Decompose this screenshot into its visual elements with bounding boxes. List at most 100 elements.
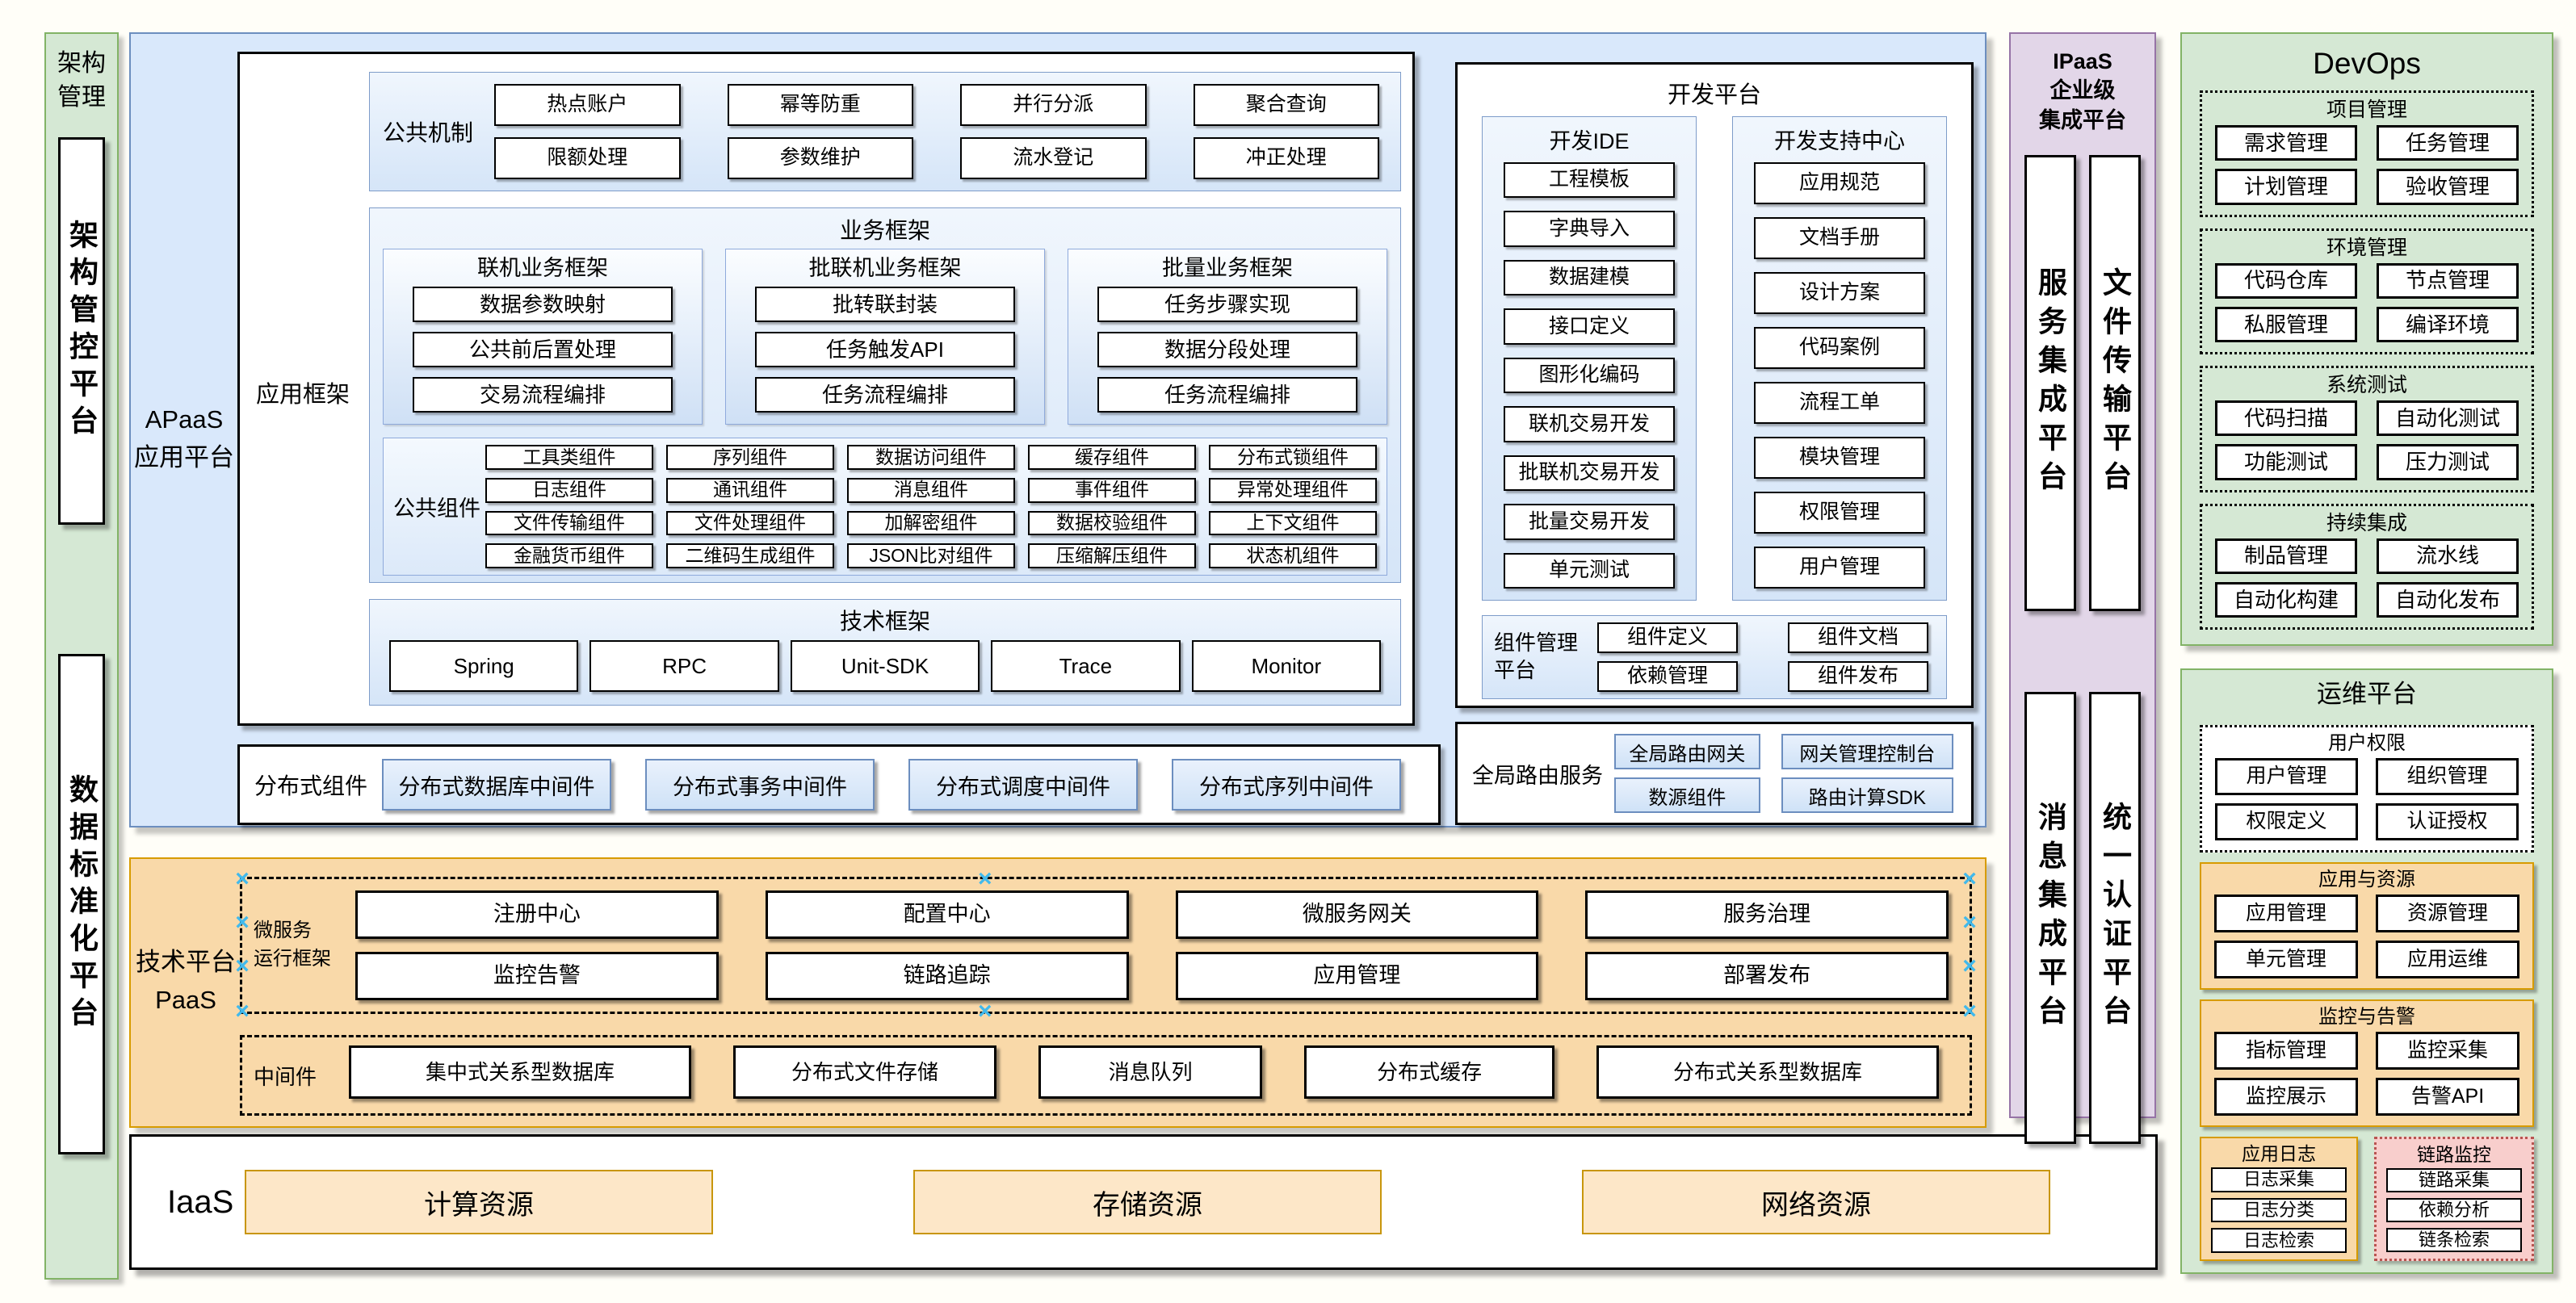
component-box[interactable]: 事件组件 [1028,477,1196,503]
component-box[interactable]: 分布式锁组件 [1209,445,1377,470]
paas-technology-platform[interactable]: 技术平台 PaaS 微服务 运行框架 注册中心配置中心微服务网关服务治理监控告警… [129,857,1987,1128]
ide-feature-box[interactable]: 批量交易开发 [1504,504,1675,540]
component-box[interactable]: 压缩解压组件 [1028,543,1196,568]
devops-platform[interactable]: DevOps 项目管理 需求管理任务管理计划管理验收管理 环境管理 代码仓库节点… [2180,32,2553,646]
ops-feature-box[interactable]: 应用管理 [2214,895,2358,932]
devops-feature-box[interactable]: 自动化测试 [2377,400,2519,437]
component-mgmt-box[interactable]: 组件定义 [1597,622,1738,653]
framework-feature-box[interactable]: 任务步骤实现 [1097,287,1357,322]
selection-handle-icon[interactable] [235,911,250,935]
framework-feature-box[interactable]: 任务触发API [755,332,1015,367]
tech-box[interactable]: Spring [389,640,579,692]
middleware-feature-box[interactable]: 分布式缓存 [1304,1045,1555,1099]
devops-feature-box[interactable]: 任务管理 [2377,125,2519,161]
support-feature-box[interactable]: 权限管理 [1754,492,1925,534]
runtime-feature-box[interactable]: 微服务网关 [1175,890,1539,939]
common-components-panel[interactable]: 公共组件 工具类组件序列组件数据访问组件缓存组件分布式锁组件日志组件通讯组件消息… [383,438,1387,576]
ide-feature-box[interactable]: 联机交易开发 [1504,406,1675,442]
selection-handle-icon[interactable] [235,954,250,978]
framework-feature-box[interactable]: 任务流程编排 [1097,377,1357,413]
dev-support-center-column[interactable]: 开发支持中心 应用规范文档手册设计方案代码案例流程工单模块管理权限管理用户管理 [1732,116,1947,601]
framework-feature-box[interactable]: 批转联封装 [755,287,1015,322]
support-feature-box[interactable]: 流程工单 [1754,382,1925,424]
component-box[interactable]: 二维码生成组件 [666,543,834,568]
devops-feature-box[interactable]: 代码扫描 [2215,400,2357,437]
selection-handle-icon[interactable] [1962,911,1977,935]
runtime-feature-box[interactable]: 部署发布 [1585,952,1949,1000]
support-feature-box[interactable]: 应用规范 [1754,162,1925,204]
selection-handle-icon[interactable] [1962,954,1977,978]
ops-feature-box[interactable]: 应用运维 [2376,941,2519,978]
component-box[interactable]: JSON比对组件 [847,543,1015,568]
component-box[interactable]: 上下文组件 [1209,510,1377,536]
trace-monitoring-group[interactable]: 链路监控 链路采集依赖分析链条检索 [2374,1137,2534,1261]
ipaas-enterprise-integration-platform[interactable]: IPaaS 企业级 集成平台 服务集成平台文件传输平台 消息集成平台统一认证平台 [2009,32,2156,1144]
application-log-group[interactable]: 应用日志 日志采集日志分类日志检索 [2200,1137,2358,1261]
routing-box[interactable]: 路由计算SDK [1781,777,1953,813]
middleware-box[interactable]: 中间件 集中式关系型数据库分布式文件存储消息队列分布式缓存分布式关系型数据库 [240,1035,1972,1116]
integration-platform-box[interactable]: 消息集成平台 [2024,692,2076,1144]
log-feature-box[interactable]: 日志分类 [2211,1197,2347,1223]
middleware-feature-box[interactable]: 消息队列 [1038,1045,1263,1099]
support-feature-box[interactable]: 模块管理 [1754,437,1925,479]
devops-feature-box[interactable]: 计划管理 [2215,169,2357,205]
selection-handle-icon[interactable] [235,999,250,1024]
ide-feature-box[interactable]: 接口定义 [1504,308,1675,345]
middleware-feature-box[interactable]: 分布式关系型数据库 [1596,1045,1939,1099]
runtime-feature-box[interactable]: 服务治理 [1585,890,1949,939]
user-permissions-group[interactable]: 用户权限 用户管理组织管理权限定义认证授权 [2200,725,2534,853]
devops-feature-box[interactable]: 验收管理 [2377,169,2519,205]
component-box[interactable]: 状态机组件 [1209,543,1377,568]
middleware-box[interactable]: 分布式调度中间件 [908,759,1138,811]
development-platform-box[interactable]: 开发平台 开发IDE 工程模板字典导入数据建模接口定义图形化编码联机交易开发批联… [1455,62,1974,708]
support-feature-box[interactable]: 文档手册 [1754,217,1925,259]
devops-feature-box[interactable]: 自动化发布 [2377,581,2519,618]
integration-platform-box[interactable]: 文件传输平台 [2089,155,2141,611]
component-mgmt-box[interactable]: 依赖管理 [1597,661,1738,692]
middleware-box[interactable]: 分布式序列中间件 [1172,759,1401,811]
ide-feature-box[interactable]: 工程模板 [1504,162,1675,199]
data-standardization-platform-box[interactable]: 数据标准化平台 [58,654,105,1154]
ops-feature-box[interactable]: 认证授权 [2376,803,2519,840]
ide-feature-box[interactable]: 批联机交易开发 [1504,455,1675,492]
resource-box[interactable]: 存储资源 [913,1170,1382,1234]
ops-feature-box[interactable]: 指标管理 [2214,1032,2358,1070]
tech-box[interactable]: Monitor [1191,640,1381,692]
support-feature-box[interactable]: 用户管理 [1754,547,1925,589]
component-box[interactable]: 通讯组件 [666,477,834,503]
ops-feature-box[interactable]: 用户管理 [2215,758,2358,795]
application-framework-box[interactable]: 应用框架 公共机制 热点账户幂等防重并行分派聚合查询限额处理参数维护流水登记冲正… [237,52,1415,726]
framework-feature-box[interactable]: 数据分段处理 [1097,332,1357,367]
selection-handle-icon[interactable] [978,999,992,1024]
framework-feature-box[interactable]: 公共前后置处理 [413,332,673,367]
routing-box[interactable]: 网关管理控制台 [1781,734,1953,769]
mechanism-box[interactable]: 聚合查询 [1193,84,1379,126]
devops-feature-box[interactable]: 自动化构建 [2215,581,2357,618]
component-box[interactable]: 缓存组件 [1028,445,1196,470]
component-box[interactable]: 加解密组件 [847,510,1015,536]
framework-feature-box[interactable]: 任务流程编排 [755,377,1015,413]
component-management-platform-panel[interactable]: 组件管理 平台 组件定义组件文档依赖管理组件发布 [1482,615,1947,699]
continuous-integration-group[interactable]: 持续集成 制品管理流水线自动化构建自动化发布 [2200,503,2534,630]
architecture-management-sidebar[interactable]: 架构 管理 架构管控平台 数据标准化平台 [44,32,119,1280]
ops-feature-box[interactable]: 监控展示 [2214,1078,2358,1116]
devops-feature-box[interactable]: 需求管理 [2215,125,2357,161]
component-box[interactable]: 数据校验组件 [1028,510,1196,536]
global-routing-service-box[interactable]: 全局路由服务 全局路由网关网关管理控制台数源组件路由计算SDK [1455,722,1974,825]
ide-feature-box[interactable]: 数据建模 [1504,259,1675,296]
runtime-feature-box[interactable]: 应用管理 [1175,952,1539,1000]
system-testing-group[interactable]: 系统测试 代码扫描自动化测试功能测试压力测试 [2200,366,2534,492]
selection-handle-icon[interactable] [1962,867,1977,891]
tech-box[interactable]: RPC [589,640,779,692]
project-management-group[interactable]: 项目管理 需求管理任务管理计划管理验收管理 [2200,90,2534,217]
operations-platform[interactable]: 运维平台 用户权限 用户管理组织管理权限定义认证授权 应用与资源 应用管理资源管… [2180,668,2553,1274]
common-mechanism-panel[interactable]: 公共机制 热点账户幂等防重并行分派聚合查询限额处理参数维护流水登记冲正处理 [369,72,1401,191]
resource-box[interactable]: 计算资源 [245,1170,713,1234]
selection-handle-icon[interactable] [1962,999,1977,1024]
ide-feature-box[interactable]: 图形化编码 [1504,357,1675,394]
component-box[interactable]: 序列组件 [666,445,834,470]
apaas-application-platform[interactable]: APaaS 应用平台 应用框架 公共机制 热点账户幂等防重并行分派聚合查询限额处… [129,32,1987,827]
dev-ide-column[interactable]: 开发IDE 工程模板字典导入数据建模接口定义图形化编码联机交易开发批联机交易开发… [1482,116,1697,601]
component-box[interactable]: 数据访问组件 [847,445,1015,470]
